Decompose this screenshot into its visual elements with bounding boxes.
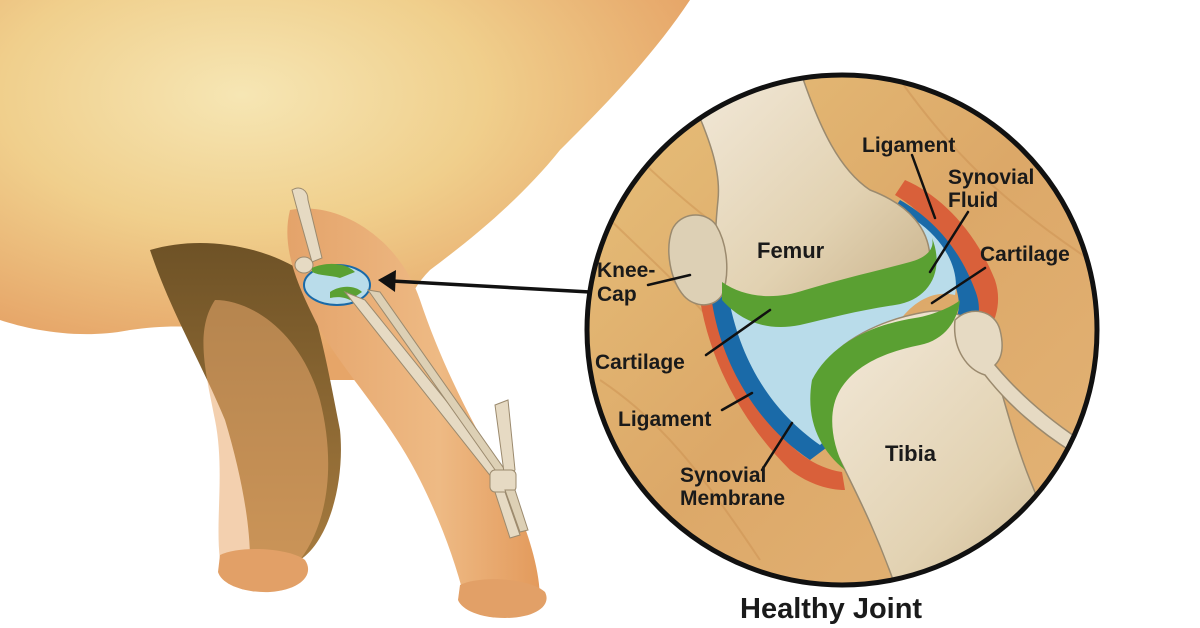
label-synovial-membrane-line2: Membrane: [680, 487, 785, 510]
label-synovial-membrane-line1: Synovial: [680, 464, 766, 487]
caption-healthy-joint: Healthy Joint: [740, 593, 922, 625]
cartilage-tibia-shape: [810, 300, 960, 470]
label-cartilage-left: Cartilage: [595, 351, 685, 374]
label-synovial-fluid-line1: Synovial: [948, 166, 1034, 189]
ligament-left-shape: [700, 300, 845, 490]
label-knee-cap-line1: Knee-: [597, 259, 655, 282]
magnified-joint: [584, 72, 1100, 588]
dog-front-leg: [203, 300, 329, 577]
fibula-bone: [953, 310, 1082, 454]
label-femur: Femur: [757, 238, 825, 263]
magnifier-border: [584, 72, 1100, 588]
label-cartilage-right: Cartilage: [980, 243, 1070, 266]
labels: Ligament Synovial Fluid Cartilage Knee- …: [595, 134, 1070, 510]
dog-illustration: [0, 0, 690, 618]
dog-hind-leg: [287, 208, 540, 612]
label-ligament-left: Ligament: [618, 408, 711, 431]
label-knee-cap-line2: Cap: [597, 283, 637, 306]
label-synovial-fluid-line2: Fluid: [948, 189, 998, 212]
dog-hind-paw: [458, 579, 547, 618]
label-tibia: Tibia: [885, 441, 937, 466]
pointer-arrow: [378, 270, 591, 294]
leg-skeleton: [291, 187, 529, 539]
leader-lines: [646, 153, 987, 472]
label-ligament-top: Ligament: [862, 134, 955, 157]
cartilage-femur-shape: [722, 238, 937, 328]
dog-front-paw: [218, 548, 309, 593]
